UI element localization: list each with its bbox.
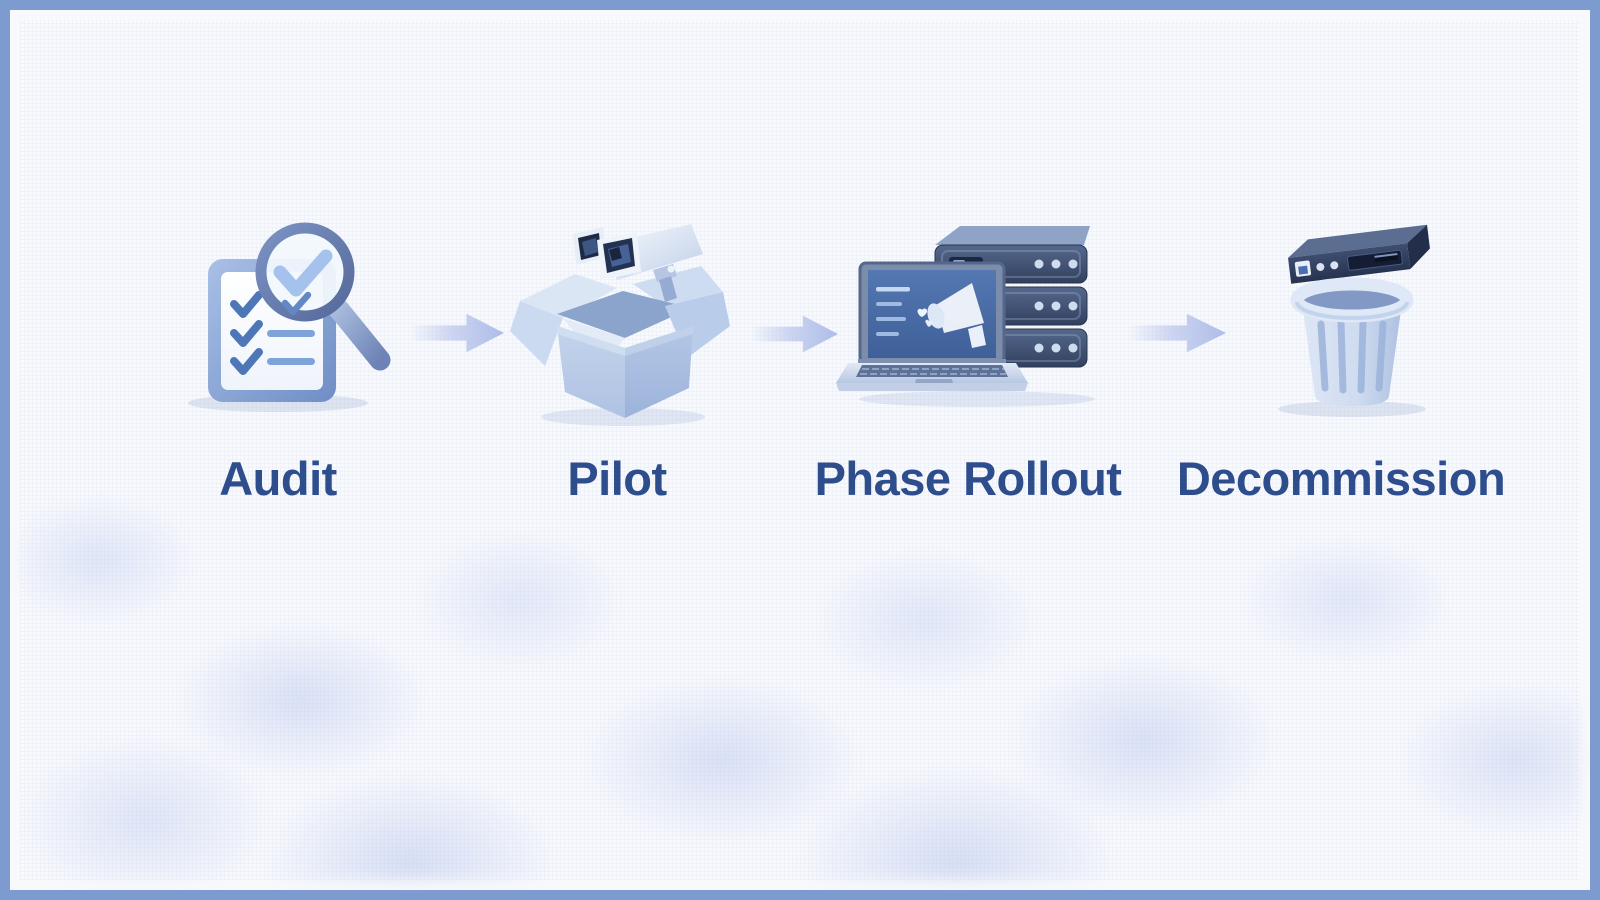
camera-in-open-box-icon (510, 224, 730, 426)
device-in-trash-can-icon (1278, 224, 1430, 417)
flow-arrow-icon (410, 313, 504, 353)
security-camera (573, 224, 703, 302)
stage-label-decommission: Decommission (1176, 452, 1506, 505)
background-mottle-pattern (20, 480, 1580, 880)
laptop (836, 261, 1028, 391)
checklist-magnifier-icon (188, 222, 391, 412)
stage-label-phase-rollout: Phase Rollout (814, 452, 1122, 505)
network-device (1288, 224, 1430, 284)
stage-label-audit: Audit (219, 452, 337, 505)
background-texture (20, 20, 1580, 880)
megaphone (917, 283, 986, 348)
flow-arrow-icon (750, 315, 838, 353)
stage-label-pilot: Pilot (567, 452, 667, 505)
laptop-megaphone-server-rack-icon (836, 226, 1095, 407)
flow-arrow-icon (1128, 313, 1226, 353)
